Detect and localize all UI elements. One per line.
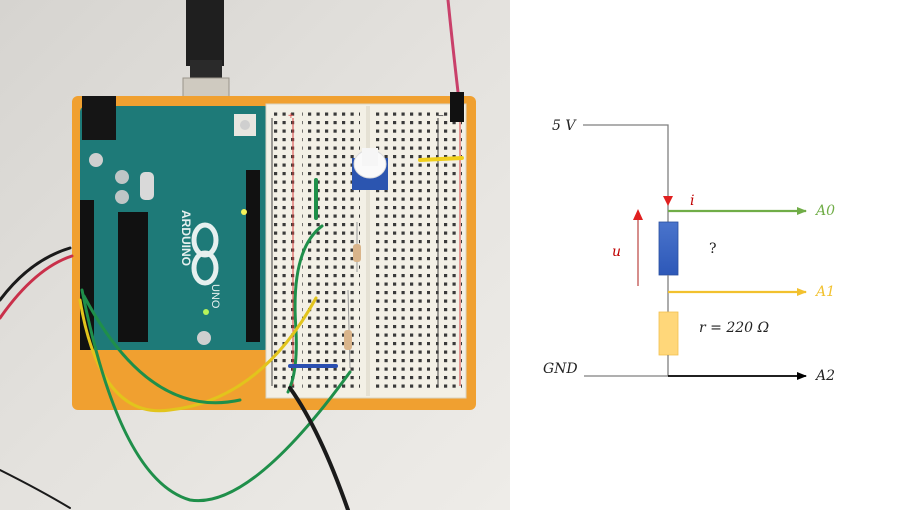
model-text: UNO bbox=[209, 284, 221, 309]
rail-plus-label: + bbox=[288, 111, 294, 122]
led-on bbox=[203, 309, 209, 315]
right-power-rail bbox=[436, 112, 462, 390]
brand-text: ARDUINO bbox=[179, 210, 193, 266]
jumper-wires bbox=[0, 0, 464, 510]
green-wire-a0 bbox=[286, 224, 324, 394]
red-power-wire bbox=[0, 254, 74, 320]
voltage-arrowhead-icon bbox=[633, 209, 643, 220]
yellow-wire-a1 bbox=[78, 296, 318, 413]
digital-header bbox=[246, 170, 260, 342]
potentiometer bbox=[352, 148, 388, 190]
circuit-diagram: 5 V GND i u ? r = 220 Ω A0 A1 A2 bbox=[543, 118, 835, 384]
black-power-wire bbox=[0, 246, 72, 302]
rail-minus-label: − bbox=[438, 111, 444, 122]
resistor-r bbox=[658, 311, 679, 356]
red-wire bbox=[446, 0, 460, 94]
yellow-short-wire bbox=[418, 156, 464, 162]
circuit-photo: ARDUINO UNO + − bbox=[0, 0, 510, 510]
unknown-component bbox=[658, 221, 679, 276]
arduino-uno-board: ARDUINO UNO bbox=[80, 96, 270, 350]
unknown-component-label: ? bbox=[709, 241, 717, 257]
output-a2-label: A2 bbox=[814, 368, 835, 384]
output-a1-label: A1 bbox=[814, 284, 835, 300]
black-wire bbox=[288, 386, 350, 510]
resistor-label: r = 220 Ω bbox=[699, 320, 769, 336]
left-power-rail bbox=[270, 112, 296, 390]
current-label: i bbox=[690, 193, 694, 209]
green-wire-a2 bbox=[80, 288, 352, 503]
output-a0-label: A0 bbox=[814, 203, 835, 219]
current-arrow-icon bbox=[663, 196, 673, 206]
supply-label: 5 V bbox=[552, 118, 577, 134]
voltage-label: u bbox=[612, 244, 621, 260]
atmega-chip bbox=[118, 212, 148, 342]
supply-wire bbox=[583, 124, 669, 225]
ground-label: GND bbox=[543, 361, 578, 377]
arduino-logo-icon bbox=[191, 222, 219, 286]
led-13 bbox=[241, 209, 247, 215]
crystal bbox=[140, 172, 154, 200]
breadboard: + − bbox=[265, 103, 467, 399]
resistor-1 bbox=[353, 222, 361, 272]
resistor-2 bbox=[344, 289, 352, 369]
power-jack bbox=[82, 96, 116, 140]
